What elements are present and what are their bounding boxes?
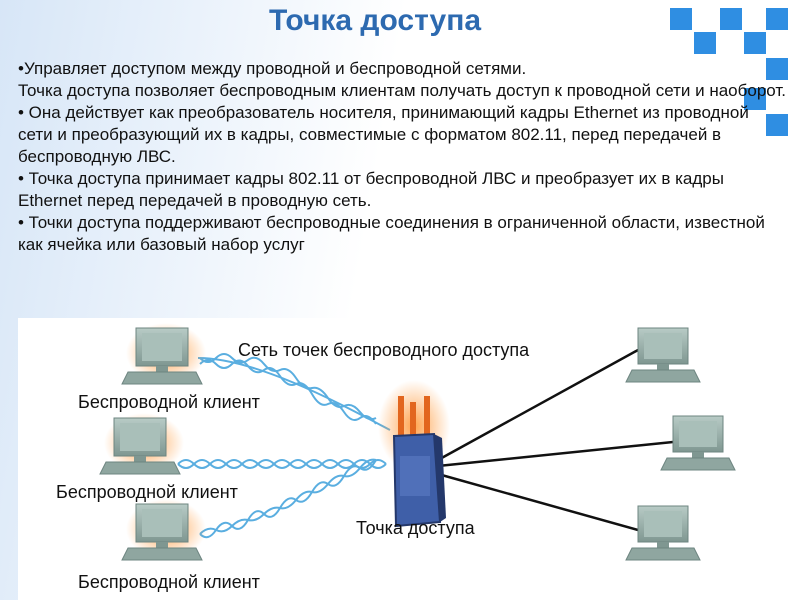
computer-icon xyxy=(625,505,701,561)
computer-icon xyxy=(660,415,736,471)
ethernet-cables xyxy=(437,348,674,532)
computer-icon xyxy=(99,413,184,475)
wireless-signal-1 xyxy=(197,353,391,431)
network-label: Сеть точек беспроводного доступа xyxy=(238,340,530,360)
computer-icon xyxy=(121,499,206,561)
client-label: Беспроводной клиент xyxy=(78,572,260,592)
access-point-icon xyxy=(378,380,450,528)
paragraph: • Точки доступа поддерживают беспроводны… xyxy=(18,213,765,254)
slide-title: Точка доступа xyxy=(268,4,482,37)
computer-icon xyxy=(121,323,206,385)
computer-icon xyxy=(625,327,701,383)
paragraph: • Она действует как преобразователь носи… xyxy=(18,103,749,166)
wireless-signal-2 xyxy=(177,459,387,469)
paragraph: Точка доступа позволяет беспроводным кли… xyxy=(18,81,786,100)
paragraph: • Точка доступа принимает кадры 802.11 о… xyxy=(18,169,724,210)
wireless-signal-3 xyxy=(199,458,377,539)
client-label: Беспроводной клиент xyxy=(56,482,238,502)
body-text: •Управляет доступом между проводной и бе… xyxy=(18,58,788,256)
client-label: Беспроводной клиент xyxy=(78,392,260,412)
network-diagram: Сеть точек беспроводного доступа Беспров… xyxy=(18,318,800,600)
diagram-graphics xyxy=(99,323,736,561)
access-point-label: Точка доступа xyxy=(356,518,475,538)
paragraph: •Управляет доступом между проводной и бе… xyxy=(18,59,527,78)
